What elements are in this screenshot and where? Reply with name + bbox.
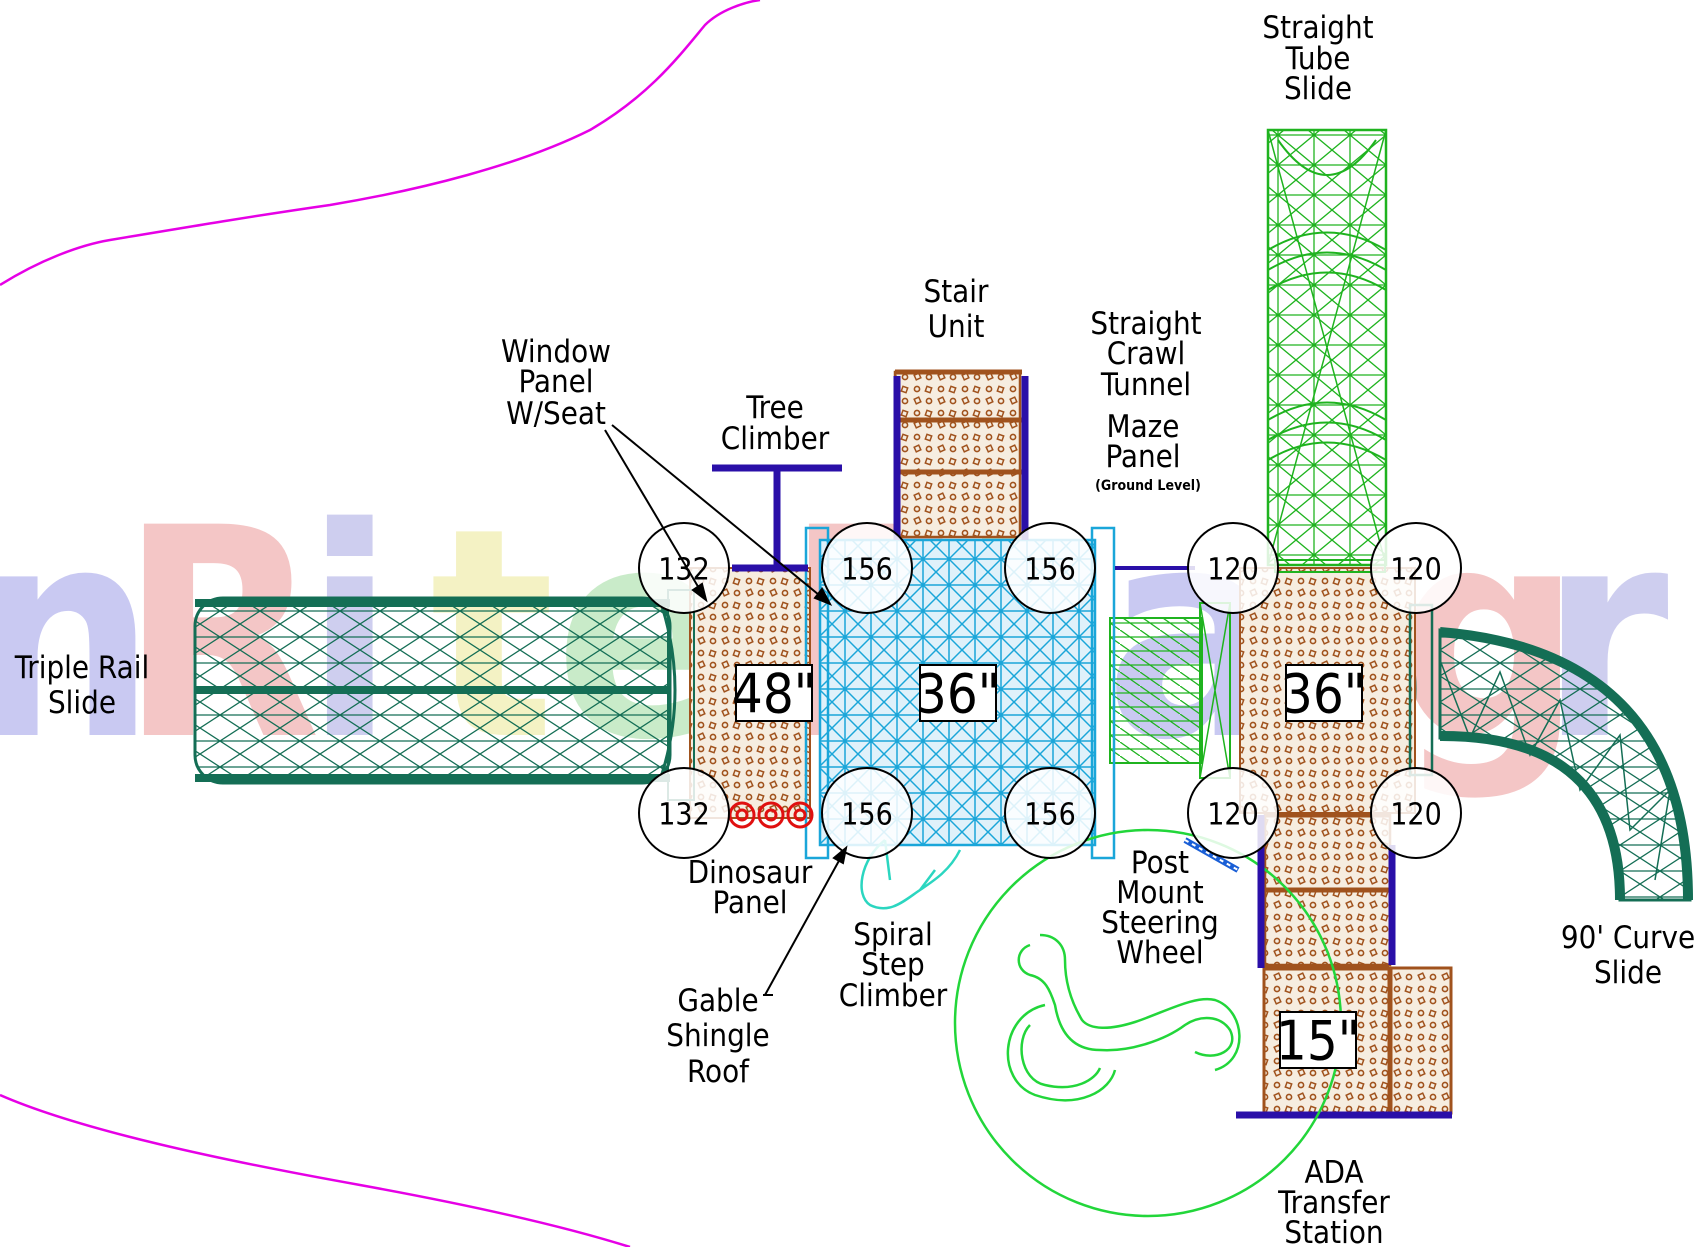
label-triple-rail-slide: Triple Rail Slide <box>14 650 149 721</box>
svg-text:Transfer: Transfer <box>1277 1185 1390 1221</box>
straight-crawl-tunnel <box>1109 602 1231 779</box>
svg-text:Dinosaur: Dinosaur <box>688 855 813 891</box>
watermark-letter: n <box>0 467 156 804</box>
svg-text:156: 156 <box>1024 553 1076 588</box>
svg-text:Gable: Gable <box>677 983 758 1019</box>
label-straight-tube-slide: Straight Tube Slide <box>1262 10 1373 107</box>
label-ada-transfer-station: ADA Transfer Station <box>1277 1155 1390 1251</box>
triple-rail-slide <box>193 596 677 785</box>
label-spiral-step-climber: Spiral Step Climber <box>839 917 948 1014</box>
post-6: 132 <box>638 767 730 859</box>
svg-text:Tree: Tree <box>745 390 804 426</box>
post-2: 156 <box>821 522 913 614</box>
transfer-ramp <box>1257 812 1396 967</box>
posts: 132 156 156 120 120 132 156 156 120 120 <box>638 522 1462 859</box>
post-5: 120 <box>1370 522 1462 614</box>
svg-text:Unit: Unit <box>928 309 985 345</box>
svg-text:Panel: Panel <box>712 885 787 921</box>
svg-text:(Ground Level): (Ground Level) <box>1095 478 1201 494</box>
svg-text:90' Curve: 90' Curve <box>1561 920 1695 956</box>
svg-text:120: 120 <box>1207 798 1259 833</box>
curve-slide <box>1398 614 1693 902</box>
svg-text:Post: Post <box>1131 845 1189 881</box>
svg-text:120: 120 <box>1207 553 1259 588</box>
straight-tube-slide <box>1266 128 1388 567</box>
post-9: 120 <box>1187 767 1279 859</box>
svg-text:Shingle: Shingle <box>666 1018 769 1054</box>
svg-text:W/Seat: W/Seat <box>506 396 606 432</box>
deck-transfer-height: 15" <box>1276 1010 1360 1073</box>
leader-lines <box>604 424 848 996</box>
svg-text:Slide: Slide <box>1594 955 1662 991</box>
deck-height-labels: 48" 36" 36" 15" <box>732 663 1366 1073</box>
deck-right-height-text: 36" <box>1282 663 1366 726</box>
label-tree-climber: Tree Climber <box>721 390 830 457</box>
svg-text:Station: Station <box>1284 1215 1383 1247</box>
label-post-mount-steering-wheel: Post Mount Steering Wheel <box>1101 845 1219 971</box>
svg-text:Roof: Roof <box>687 1054 750 1090</box>
svg-text:Straight: Straight <box>1262 10 1373 46</box>
svg-text:Triple Rail: Triple Rail <box>14 650 149 686</box>
stair-unit <box>893 369 1029 540</box>
label-stair-unit: Stair Unit <box>924 274 989 345</box>
dinosaur-panel <box>728 801 814 829</box>
label-window-panel: Window Panel W/Seat <box>501 334 611 432</box>
label-gable-shingle-roof: Gable Shingle Roof <box>666 983 769 1090</box>
svg-text:Straight: Straight <box>1090 306 1201 342</box>
post-3: 156 <box>1004 522 1096 614</box>
accessible-area <box>953 828 1343 1218</box>
svg-text:Climber: Climber <box>721 421 830 457</box>
svg-text:132: 132 <box>658 553 710 588</box>
svg-text:ADA: ADA <box>1304 1155 1363 1191</box>
svg-text:Steering: Steering <box>1101 905 1219 941</box>
post-1: 132 <box>638 522 730 614</box>
svg-text:Crawl: Crawl <box>1107 336 1186 372</box>
deck-transfer-height-text: 15" <box>1276 1010 1360 1073</box>
component-labels: Straight Tube Slide Stair Unit Straight … <box>14 10 1695 1251</box>
post-4: 120 <box>1187 522 1279 614</box>
svg-text:Climber: Climber <box>839 978 948 1014</box>
site-boundary-top <box>0 0 761 287</box>
label-maze-panel: Maze Panel (Ground Level) <box>1095 409 1201 494</box>
svg-text:156: 156 <box>841 553 893 588</box>
post-10: 120 <box>1370 767 1462 859</box>
post-8: 156 <box>1004 767 1096 859</box>
svg-text:Mount: Mount <box>1116 875 1203 911</box>
label-dinosaur-panel: Dinosaur Panel <box>688 855 813 921</box>
svg-text:120: 120 <box>1390 798 1442 833</box>
deck-center-height: 36" <box>916 663 1000 726</box>
svg-text:Maze: Maze <box>1107 409 1180 445</box>
post-7: 156 <box>821 767 913 859</box>
deck-right-height: 36" <box>1282 663 1366 726</box>
ada-transfer-station-structure <box>1236 965 1453 1119</box>
svg-text:132: 132 <box>658 798 710 833</box>
svg-text:Wheel: Wheel <box>1116 935 1203 971</box>
label-straight-crawl-tunnel: Straight Crawl Tunnel <box>1090 306 1201 403</box>
svg-text:Panel: Panel <box>518 364 593 400</box>
svg-text:120: 120 <box>1390 553 1442 588</box>
svg-text:Step: Step <box>861 947 925 983</box>
gable-roof-right-edge <box>1090 526 1116 860</box>
deck-left-height-text: 48" <box>732 663 816 726</box>
svg-text:Stair: Stair <box>924 274 989 310</box>
svg-text:Window: Window <box>501 334 611 370</box>
svg-text:Panel: Panel <box>1105 439 1180 475</box>
svg-text:Slide: Slide <box>48 685 116 721</box>
svg-text:Spiral: Spiral <box>853 917 932 953</box>
post-mount-steering-wheel <box>1183 837 1240 873</box>
site-boundary-bottom <box>0 1093 631 1249</box>
deck-left-height: 48" <box>732 663 816 726</box>
svg-text:156: 156 <box>1024 798 1076 833</box>
svg-text:Slide: Slide <box>1284 71 1352 107</box>
label-curve-slide: 90' Curve Slide <box>1561 920 1695 991</box>
svg-text:Tube: Tube <box>1285 41 1351 77</box>
svg-text:Tunnel: Tunnel <box>1100 367 1191 403</box>
svg-text:156: 156 <box>841 798 893 833</box>
deck-center-height-text: 36" <box>916 663 1000 726</box>
